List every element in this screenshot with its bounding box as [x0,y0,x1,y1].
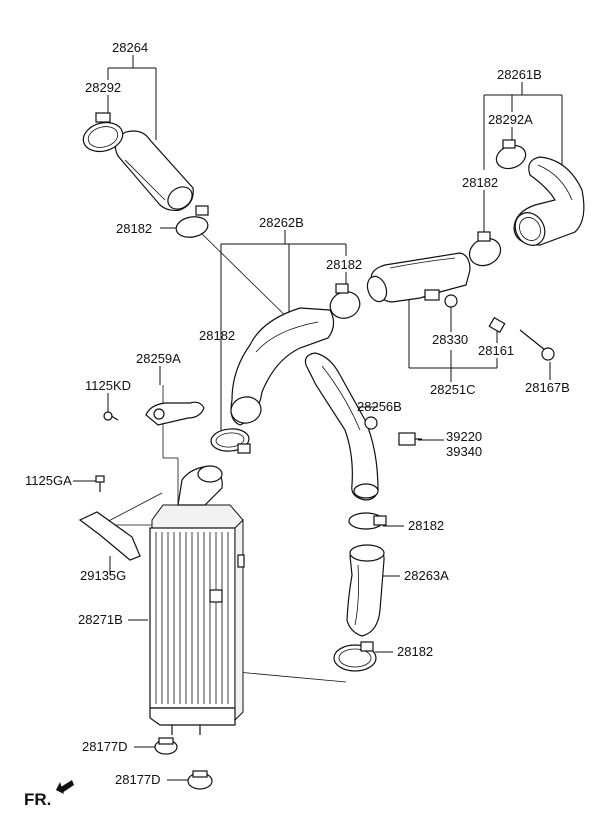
label-28182-middle: 28182 [326,257,362,272]
bolt-28167b [519,329,555,361]
bolt-1125kd [103,411,119,421]
label-1125kd: 1125KD [85,378,131,393]
label-28262b: 28262B [259,215,304,230]
label-28330: 28330 [432,332,468,347]
hose-28263a [346,544,385,637]
clamp-28182-right-middle [348,512,387,530]
clamp-28182-right-lower [333,641,377,672]
clamp-28182-left-mid [210,428,251,454]
bolt-1125ga [95,475,105,492]
nut-28330 [444,294,458,308]
hose-28264 [114,130,194,212]
label-28182-right-upper: 28182 [462,175,498,190]
bracket-28259a [145,401,205,426]
sensor-28161 [488,316,506,334]
label-28259a: 28259A [136,351,181,366]
label-39220: 39220 [446,429,482,444]
mount-28177d-upper [154,737,178,755]
label-28182-left-mid: 28182 [199,328,235,343]
label-28292a: 28292A [488,112,533,127]
label-28263a: 28263A [404,568,449,583]
label-28161: 28161 [478,343,514,358]
label-28271b: 28271B [78,612,123,627]
label-28256b: 28256B [357,399,402,414]
clamp-28292 [82,112,124,153]
label-1125ga: 1125GA [25,473,72,488]
label-29135g: 29135G [80,568,126,583]
label-28261b: 28261B [497,67,542,82]
bracket-29135g [78,511,141,561]
label-39340: 39340 [446,444,482,459]
label-28264: 28264 [112,40,148,55]
pipe-28256b [304,352,379,501]
front-direction-arrow-icon [56,780,74,794]
pipe-28251c [366,252,471,303]
clamp-28182-middle [329,283,361,319]
intercooler-28271b [149,465,245,735]
mount-28177d-lower [187,770,213,790]
front-direction-label: FR. [24,790,51,809]
label-28177d-lower: 28177D [115,772,161,787]
clamp-28292a [495,139,527,170]
clamp-28182-right-upper [468,231,502,267]
label-28182-upper-left: 28182 [116,221,152,236]
label-28251c: 28251C [430,382,476,397]
label-28292: 28292 [85,80,121,95]
clamp-28182-upper-left [175,205,209,238]
label-28182-right-middle: 28182 [408,518,444,533]
label-28177d-upper: 28177D [82,739,128,754]
label-28182-right-lower: 28182 [397,644,433,659]
label-28167b: 28167B [525,380,570,395]
leader-lines [73,55,563,781]
sensor-39220 [398,432,422,446]
hose-28262b [230,307,335,426]
hose-28261b [513,156,585,246]
